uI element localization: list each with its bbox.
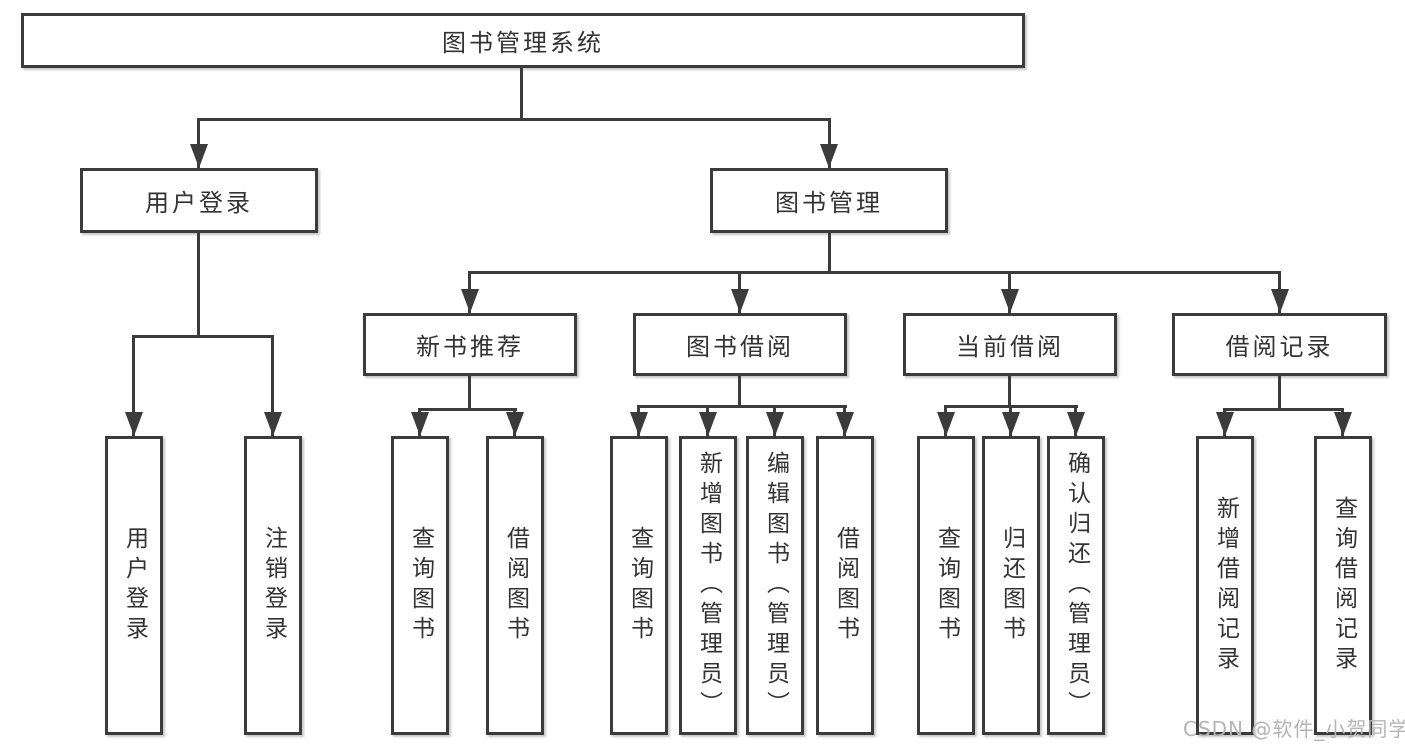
leaf-add-book-label: 新增图书（管理员） bbox=[695, 450, 722, 721]
connector-line bbox=[197, 233, 200, 335]
connector-line bbox=[468, 376, 471, 408]
node-book-borrow-label: 图书借阅 bbox=[686, 333, 794, 361]
leaf-query-book-borrow-label: 查询图书 bbox=[626, 525, 653, 646]
arrow-down-icon bbox=[699, 412, 717, 436]
node-borrow-records-label: 借阅记录 bbox=[1225, 333, 1334, 361]
leaf-borrow-book: 借阅图书 bbox=[816, 436, 874, 735]
arrow-down-icon bbox=[411, 412, 429, 436]
node-current-borrow-label: 当前借阅 bbox=[956, 333, 1064, 361]
arrow-down-icon bbox=[264, 412, 282, 436]
leaf-add-borrow-record-label: 新增借阅记录 bbox=[1212, 495, 1239, 676]
arrow-down-icon bbox=[630, 412, 648, 436]
arrow-down-icon bbox=[731, 289, 749, 313]
connector-line bbox=[1278, 376, 1281, 408]
arrow-down-icon bbox=[820, 144, 838, 168]
node-borrow-records: 借阅记录 bbox=[1172, 313, 1387, 376]
connector-line bbox=[468, 271, 1281, 274]
connector-line bbox=[1223, 408, 1344, 411]
leaf-query-book-current: 查询图书 bbox=[917, 436, 975, 735]
node-library-system: 图书管理系统 bbox=[21, 13, 1025, 68]
leaf-confirm-return-label: 确认归还（管理员） bbox=[1063, 450, 1090, 721]
arrow-down-icon bbox=[836, 412, 854, 436]
leaf-add-borrow-record: 新增借阅记录 bbox=[1196, 436, 1254, 735]
watermark-text: CSDN @软件_小贺同学 bbox=[1183, 717, 1405, 741]
leaf-confirm-return: 确认归还（管理员） bbox=[1047, 436, 1105, 735]
connector-line bbox=[1008, 376, 1011, 405]
node-user-login-label: 用户登录 bbox=[145, 189, 253, 217]
leaf-borrow-book-recommend: 借阅图书 bbox=[486, 436, 544, 735]
leaf-query-book-recommend-label: 查询图书 bbox=[407, 525, 434, 646]
connector-line bbox=[828, 233, 831, 271]
leaf-edit-book-label: 编辑图书（管理员） bbox=[762, 450, 789, 721]
node-new-book-recommend-label: 新书推荐 bbox=[416, 333, 524, 361]
node-new-book-recommend: 新书推荐 bbox=[363, 313, 577, 376]
node-book-borrow: 图书借阅 bbox=[633, 313, 847, 376]
node-current-borrow: 当前借阅 bbox=[903, 313, 1117, 376]
leaf-query-borrow-record-label: 查询借阅记录 bbox=[1330, 495, 1357, 676]
leaf-borrow-book-recommend-label: 借阅图书 bbox=[502, 525, 529, 646]
leaf-logout-label: 注销登录 bbox=[260, 525, 287, 646]
leaf-borrow-book-label: 借阅图书 bbox=[832, 525, 859, 646]
node-library-system-label: 图书管理系统 bbox=[442, 29, 604, 57]
arrow-down-icon bbox=[1067, 412, 1085, 436]
leaf-return-book: 归还图书 bbox=[982, 436, 1040, 735]
arrow-down-icon bbox=[506, 412, 524, 436]
arrow-down-icon bbox=[1216, 412, 1234, 436]
arrow-down-icon bbox=[190, 144, 208, 168]
leaf-query-book-borrow: 查询图书 bbox=[610, 436, 668, 735]
node-user-login: 用户登录 bbox=[80, 168, 318, 233]
connector-line bbox=[418, 408, 517, 411]
connector-line bbox=[828, 118, 831, 168]
leaf-query-borrow-record: 查询借阅记录 bbox=[1314, 436, 1372, 735]
arrow-down-icon bbox=[1271, 289, 1289, 313]
arrow-down-icon bbox=[1002, 412, 1020, 436]
node-book-management-label: 图书管理 bbox=[775, 189, 883, 217]
arrow-down-icon bbox=[766, 412, 784, 436]
leaf-query-book-recommend: 查询图书 bbox=[391, 436, 449, 735]
connector-line bbox=[738, 376, 741, 405]
leaf-logout: 注销登录 bbox=[244, 436, 302, 735]
connector-line bbox=[132, 335, 274, 338]
leaf-edit-book: 编辑图书（管理员） bbox=[746, 436, 804, 735]
connector-line bbox=[197, 118, 200, 168]
leaf-user-login: 用户登录 bbox=[105, 436, 163, 735]
arrow-down-icon bbox=[125, 412, 143, 436]
leaf-add-book: 新增图书（管理员） bbox=[679, 436, 737, 735]
connector-line bbox=[198, 118, 831, 121]
arrow-down-icon bbox=[1334, 412, 1352, 436]
connector-line bbox=[271, 335, 274, 436]
arrow-down-icon bbox=[461, 289, 479, 313]
node-book-management: 图书管理 bbox=[710, 168, 948, 233]
connector-line bbox=[132, 335, 135, 436]
connector-line bbox=[637, 405, 847, 408]
leaf-return-book-label: 归还图书 bbox=[998, 525, 1025, 646]
leaf-user-login-label: 用户登录 bbox=[121, 525, 148, 646]
connector-line bbox=[520, 68, 523, 118]
leaf-query-book-current-label: 查询图书 bbox=[933, 525, 960, 646]
arrow-down-icon bbox=[1001, 289, 1019, 313]
arrow-down-icon bbox=[937, 412, 955, 436]
